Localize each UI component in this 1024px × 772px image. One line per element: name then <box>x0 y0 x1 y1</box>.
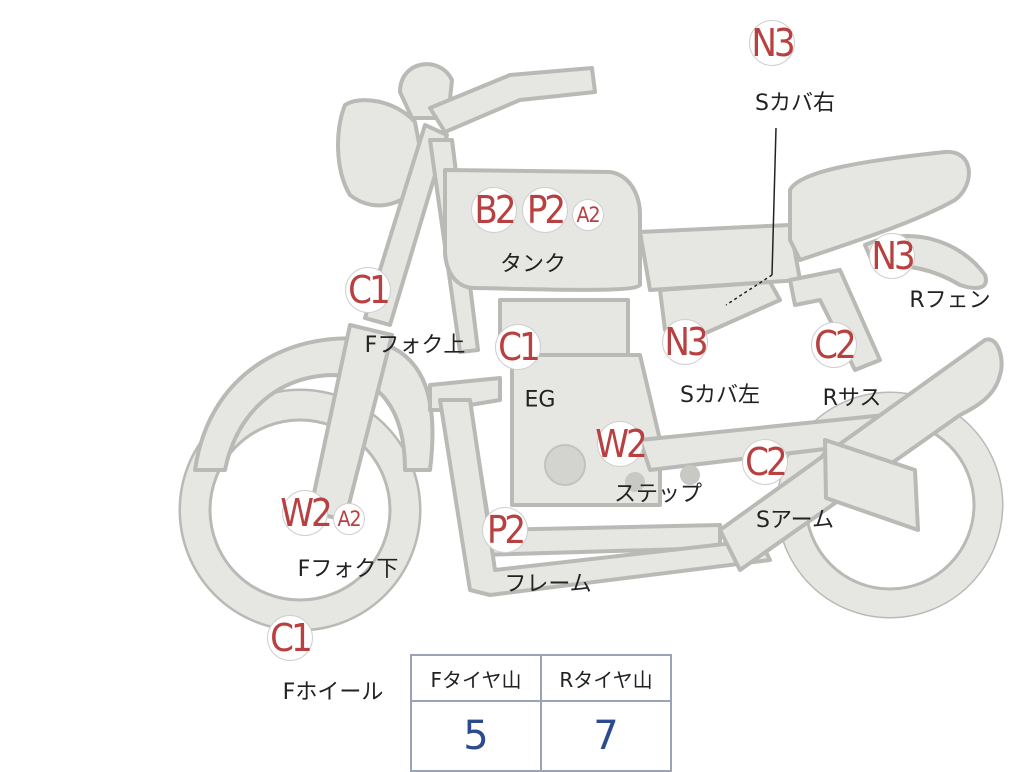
code-badge-frame: P2 <box>482 507 528 553</box>
code-badge-s-cover-r: N3 <box>749 20 796 66</box>
value-rear-tire-tread: 7 <box>540 700 672 772</box>
label-s-arm: Sアーム <box>756 508 834 533</box>
header-rear-tire-tread: Rタイヤ山 <box>540 654 672 702</box>
label-frame: フレーム <box>504 572 592 597</box>
code-badge-r-fender: N3 <box>869 233 916 279</box>
engine-cover-shape <box>544 444 586 486</box>
callout-line-s-cover-r <box>771 127 777 276</box>
code-badge-s-arm: C2 <box>742 439 788 485</box>
label-f-fork-lower: Fフォク下 <box>297 557 399 582</box>
tire-tread-value-row: 5 7 <box>410 700 672 772</box>
tire-tread-header-row: Fタイヤ山 Rタイヤ山 <box>410 654 672 702</box>
label-s-cover-l: Sカバ左 <box>680 383 760 408</box>
tail-body-shape <box>788 149 971 262</box>
footpeg-shape <box>625 472 645 492</box>
code-badge-f-fork-lower-w: W2 <box>280 490 333 536</box>
label-tank: タンク <box>499 252 567 277</box>
code-badge-tank-b: B2 <box>471 187 517 233</box>
code-badge-engine: C1 <box>495 324 541 370</box>
tire-tread-table: Fタイヤ山 Rタイヤ山 5 7 <box>410 654 672 772</box>
label-f-wheel: Fホイール <box>282 680 384 705</box>
label-s-cover-r: Sカバ右 <box>755 91 835 116</box>
label-r-suspension: Rサス <box>822 386 882 411</box>
code-badge-tank-p: P2 <box>522 187 568 233</box>
handlebar-grip-shape <box>428 66 597 134</box>
code-badge-s-cover-l: N3 <box>662 319 709 365</box>
rear-shock-shape <box>823 438 920 532</box>
label-f-fork-upper: Fフォク上 <box>364 333 466 358</box>
rear-frame-shape <box>788 268 882 372</box>
code-badge-f-fork-upper: C1 <box>345 267 391 313</box>
value-front-tire-tread: 5 <box>410 700 542 772</box>
code-badge-tank-a: A2 <box>572 199 604 231</box>
label-r-fender: Rフェン <box>909 288 991 313</box>
headlight-shape <box>336 98 427 208</box>
footpeg-shape <box>680 465 700 485</box>
header-front-tire-tread: Fタイヤ山 <box>410 654 542 702</box>
label-step: ステップ <box>613 482 703 507</box>
code-badge-f-wheel: C1 <box>267 615 313 661</box>
code-badge-step: W2 <box>595 421 648 467</box>
seat-shape <box>638 223 802 292</box>
code-badge-f-fork-lower-a: A2 <box>333 503 365 535</box>
label-engine: EG <box>524 387 556 413</box>
code-badge-r-suspension: C2 <box>811 322 857 368</box>
